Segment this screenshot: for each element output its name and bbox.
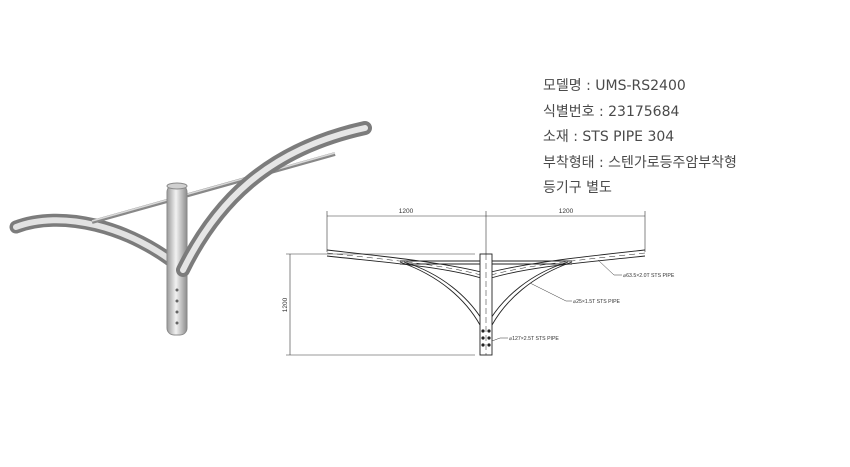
spec-id: 식별번호 : 23175684	[543, 103, 680, 120]
dim-label-right: 1200	[559, 208, 574, 215]
spec-list: 모델명 : UMS-RS2400 식별번호 : 23175684 소재 : ST…	[543, 74, 737, 202]
dim-label-height: 1200	[282, 297, 289, 312]
drawing-left-arm	[326, 249, 482, 273]
callout-pole-pipe: ⌀127×2.5T STS PIPE	[509, 336, 559, 342]
drawing-left-brace	[399, 261, 481, 326]
tie-rod-render	[91, 152, 336, 224]
drawing-bolt-holes	[481, 329, 491, 347]
callout-arm-pipe: ⌀63.5×2.0T STS PIPE	[623, 273, 675, 279]
spec-type: 부착형태 : 스텐가로등주암부착형	[543, 154, 737, 171]
drawing-right-arm	[490, 249, 646, 273]
spec-note: 등기구 별도	[543, 180, 612, 196]
dim-label-left: 1200	[399, 208, 414, 215]
drawing-right-brace	[491, 261, 573, 326]
spec-model: 모델명 : UMS-RS2400	[543, 78, 686, 94]
pole-bolt-holes	[175, 288, 179, 325]
callout-brace-pipe: ⌀25×1.5T STS PIPE	[573, 299, 621, 305]
spec-material: 소재 : STS PIPE 304	[543, 129, 675, 145]
